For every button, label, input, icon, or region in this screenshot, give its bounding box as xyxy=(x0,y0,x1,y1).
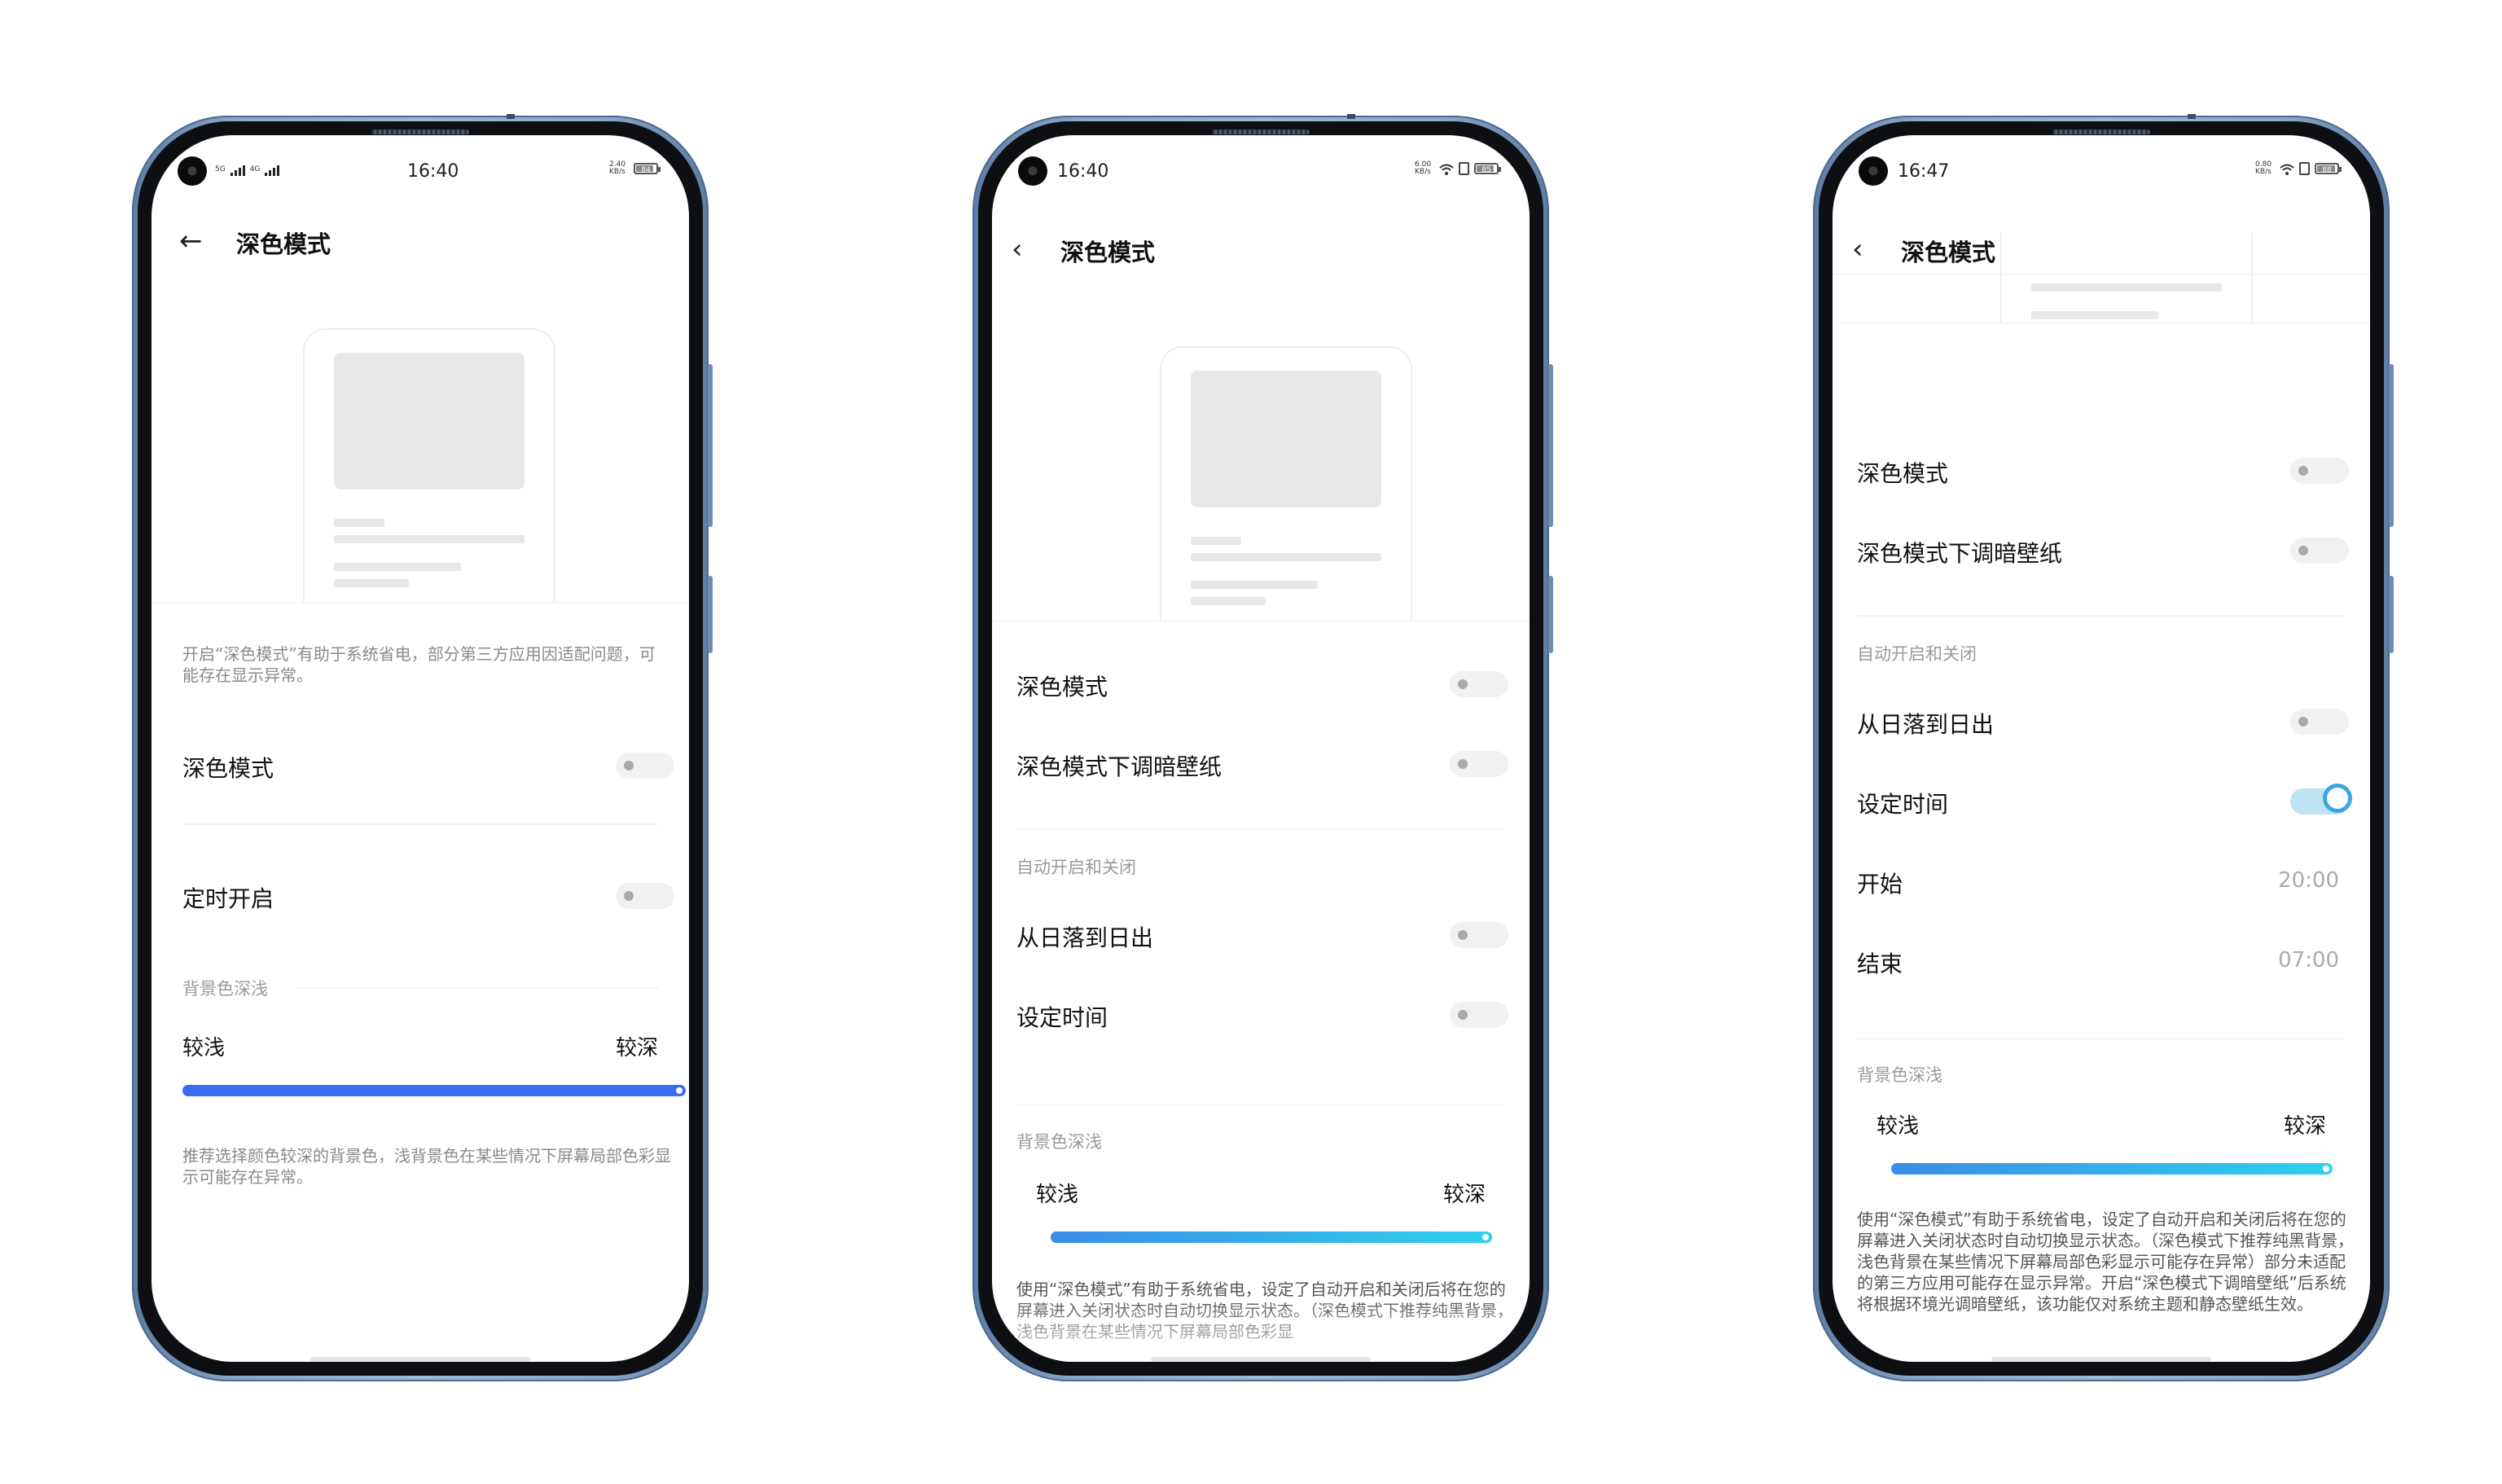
earpiece-speaker xyxy=(1212,130,1310,134)
signal-icon xyxy=(265,163,280,176)
status-time: 16:40 xyxy=(407,161,459,182)
arrow-left-icon[interactable]: ← xyxy=(179,225,203,257)
row-set-time: 设定时间 xyxy=(1016,1004,1108,1031)
battery-icon: 84 xyxy=(634,163,661,174)
battery-icon: 85 xyxy=(1474,163,1501,174)
home-indicator[interactable] xyxy=(310,1357,530,1362)
chevron-left-icon[interactable]: ‹ xyxy=(1012,233,1023,266)
nfc-icon xyxy=(1459,162,1469,175)
slider-thumb[interactable] xyxy=(1482,1234,1489,1240)
net-speed: 6.00 KB/s xyxy=(1415,160,1432,176)
earpiece-speaker xyxy=(2052,130,2150,134)
section-auto: 自动开启和关闭 xyxy=(1857,644,1977,664)
page-title: 深色模式 xyxy=(236,231,331,258)
theme-preview xyxy=(303,328,555,604)
set-time-toggle[interactable] xyxy=(1450,1002,1508,1028)
section-auto: 自动开启和关闭 xyxy=(1016,858,1136,877)
dark-mode-toggle[interactable] xyxy=(1450,671,1508,697)
dark-mode-toggle[interactable] xyxy=(616,753,674,779)
status-time: 16:40 xyxy=(1057,161,1109,182)
signal-icon xyxy=(230,163,245,176)
front-camera xyxy=(1018,156,1047,186)
slider-right-label: 较深 xyxy=(1442,1183,1486,1207)
row-scheduled-on: 定时开启 xyxy=(182,885,274,912)
slider-right-label: 较深 xyxy=(2283,1114,2326,1139)
bg-depth-slider[interactable] xyxy=(182,1085,686,1096)
dim-wallpaper-toggle[interactable] xyxy=(2290,538,2349,564)
theme-preview xyxy=(1160,346,1412,621)
front-camera xyxy=(178,156,207,186)
net-speed: 0.80 KB/s xyxy=(2255,160,2272,176)
footer-text: 使用“深色模式”有助于系统省电，设定了自动开启和关闭后将在您的屏幕进入关闭状态时… xyxy=(1857,1210,2354,1314)
end-time-value[interactable]: 07:00 xyxy=(2278,948,2339,973)
chevron-left-icon[interactable]: ‹ xyxy=(1852,233,1863,266)
status-right: 2.40 KB/s 84 xyxy=(609,160,661,176)
row-sunset-sunrise: 从日落到日出 xyxy=(1016,924,1154,951)
sunset-sunrise-toggle[interactable] xyxy=(1450,922,1508,948)
screen-2: 16:40 6.00 KB/s 85 ‹ 深色模式 深色模式 xyxy=(992,135,1530,1362)
home-indicator[interactable] xyxy=(1151,1357,1371,1362)
slider-right-label: 较深 xyxy=(615,1036,658,1060)
row-dim-wallpaper: 深色模式下调暗壁纸 xyxy=(1857,540,2063,567)
row-dark-mode: 深色模式 xyxy=(1857,460,1949,487)
row-end[interactable]: 结束 xyxy=(1857,951,1903,977)
slider-left-label: 较浅 xyxy=(182,1036,226,1060)
status-right: 6.00 KB/s 85 xyxy=(1415,160,1501,176)
phone-frame-2: 16:40 6.00 KB/s 85 ‹ 深色模式 深色模式 xyxy=(972,114,1553,1381)
wifi-icon xyxy=(1439,163,1454,175)
nfc-icon xyxy=(2299,162,2310,175)
phone-frame-1: 5G 4G 16:40 2.40 KB/s 84 ← 深色模式 xyxy=(132,114,713,1381)
net-speed: 2.40 KB/s xyxy=(609,160,626,176)
sunset-sunrise-toggle[interactable] xyxy=(2290,709,2349,735)
home-indicator[interactable] xyxy=(1991,1357,2211,1362)
page-title: 深色模式 xyxy=(1060,239,1156,266)
screen-1: 5G 4G 16:40 2.40 KB/s 84 ← 深色模式 xyxy=(151,135,689,1362)
row-set-time: 设定时间 xyxy=(1857,791,1949,818)
row-dim-wallpaper: 深色模式下调暗壁纸 xyxy=(1016,753,1222,780)
section-bg-depth: 背景色深浅 xyxy=(182,979,268,999)
row-dark-mode: 深色模式 xyxy=(182,755,274,782)
notice-text: 开启“深色模式”有助于系统省电，部分第三方应用因适配问题，可能存在显示异常。 xyxy=(182,644,656,685)
theme-preview xyxy=(2000,233,2253,324)
page-title: 深色模式 xyxy=(1901,239,1996,266)
scheduled-on-toggle[interactable] xyxy=(616,883,674,909)
footer-text: 推荐选择颜色较深的背景色，浅背景色在某些情况下屏幕局部色彩显示可能存在异常。 xyxy=(182,1146,671,1187)
bg-depth-slider[interactable] xyxy=(1891,1163,2333,1174)
section-bg-depth: 背景色深浅 xyxy=(1857,1065,1942,1085)
dim-wallpaper-toggle[interactable] xyxy=(1450,751,1508,777)
status-right: 0.80 KB/s 88 xyxy=(2255,160,2342,176)
row-start[interactable]: 开始 xyxy=(1857,871,1903,898)
network-indicators: 5G 4G xyxy=(215,163,280,176)
row-sunset-sunrise: 从日落到日出 xyxy=(1857,711,1995,738)
bg-depth-slider[interactable] xyxy=(1051,1232,1492,1243)
slider-left-label: 较浅 xyxy=(1876,1114,1920,1139)
slider-thumb[interactable] xyxy=(676,1087,683,1094)
front-camera xyxy=(1859,156,1888,186)
set-time-toggle[interactable] xyxy=(2290,784,2352,814)
slider-thumb[interactable] xyxy=(2323,1166,2329,1172)
section-bg-depth: 背景色深浅 xyxy=(1016,1132,1102,1152)
phone-frame-3: 16:47 0.80 KB/s 88 ‹ 深色模式 深色模式 xyxy=(1813,114,2394,1381)
screen-3: 16:47 0.80 KB/s 88 ‹ 深色模式 深色模式 xyxy=(1833,135,2370,1362)
dark-mode-toggle[interactable] xyxy=(2290,458,2349,484)
wifi-icon xyxy=(2280,163,2294,175)
status-time: 16:47 xyxy=(1898,161,1950,182)
slider-left-label: 较浅 xyxy=(1036,1183,1079,1207)
battery-icon: 88 xyxy=(2315,163,2342,174)
start-time-value[interactable]: 20:00 xyxy=(2278,868,2339,893)
row-dark-mode: 深色模式 xyxy=(1016,674,1108,700)
earpiece-speaker xyxy=(371,130,469,134)
